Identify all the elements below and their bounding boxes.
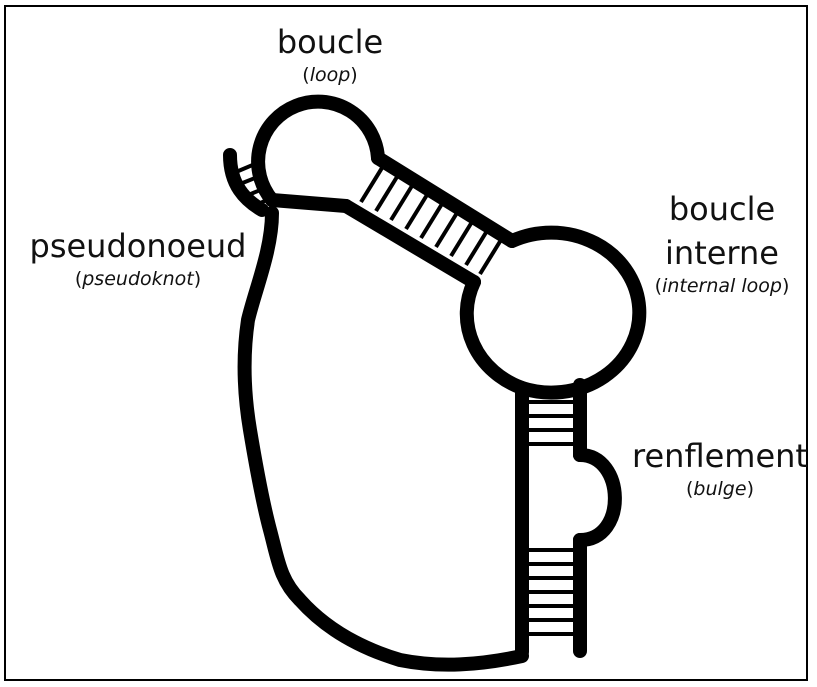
bulge [580, 455, 615, 540]
internal-loop-label-line2: interne [645, 237, 799, 269]
pseudoknot-label: pseudonoeud (pseudoknot) [22, 230, 254, 289]
internal-loop-label: boucle interne (internal loop) [645, 193, 799, 296]
pseudoknot-label-main: pseudonoeud [22, 230, 254, 262]
pseudoknot-label-sub: (pseudoknot) [22, 270, 254, 289]
bulge-label-main: renflement [630, 440, 810, 472]
hairpin-join [272, 200, 346, 206]
hairpin-loop [258, 102, 378, 200]
bulge-label: renflement (bulge) [630, 440, 810, 499]
bulge-label-sub: (bulge) [630, 480, 810, 499]
lower-stem-base-pairs-top [522, 402, 580, 444]
lower-stem-base-pairs-bottom [522, 550, 580, 634]
loop-label: boucle (loop) [262, 26, 398, 85]
internal-loop-label-sub: (internal loop) [645, 277, 799, 296]
loop-label-main: boucle [262, 26, 398, 58]
internal-loop-label-line1: boucle [645, 193, 799, 225]
loop-label-sub: (loop) [262, 66, 398, 85]
